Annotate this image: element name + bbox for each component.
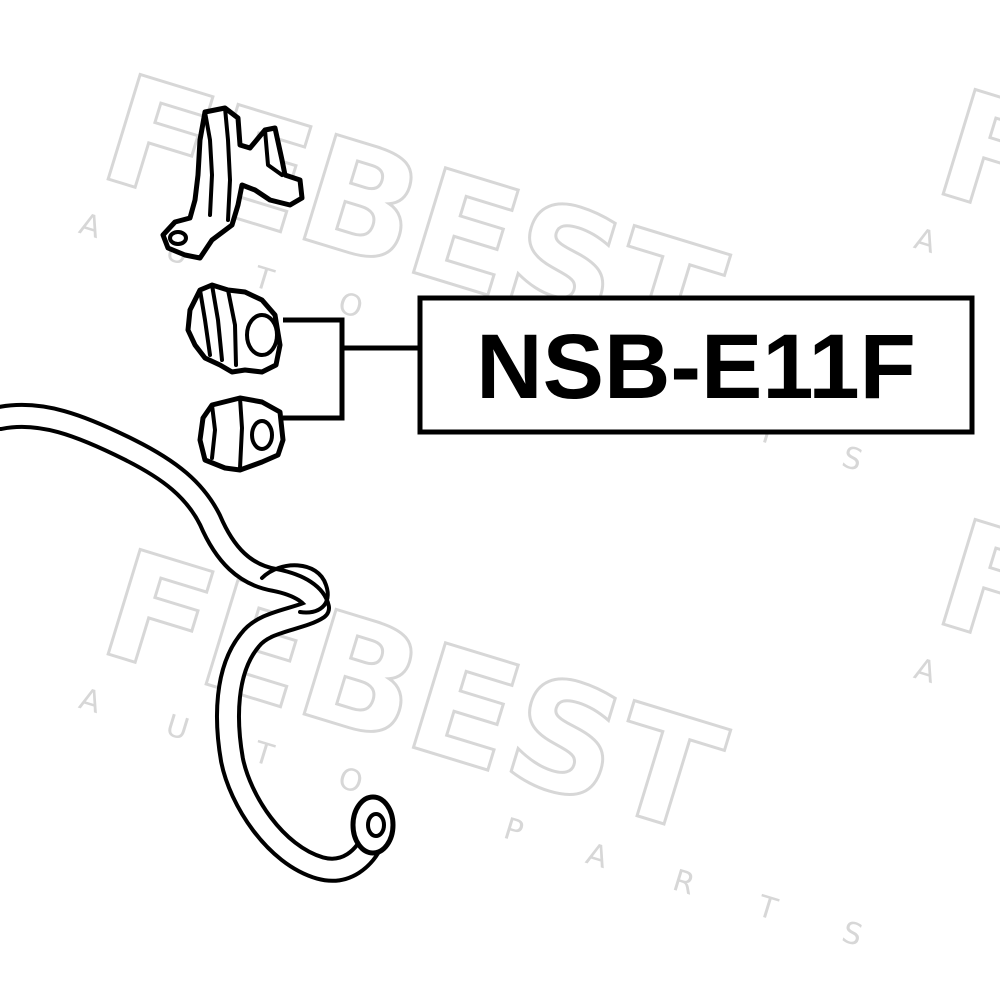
part-number-text: NSB-E11F: [476, 316, 916, 418]
watermark-bottom: FEBEST AUTO PARTS: [75, 517, 933, 975]
leader-lines: [283, 317, 420, 421]
leader-bracket: [283, 317, 345, 421]
watermark-right-top: FEBEST AUTO PARTS: [910, 57, 1000, 515]
part-number-box: [417, 295, 975, 435]
stabilizer-bracket: [160, 105, 305, 261]
stabilizer-bar: [0, 402, 396, 883]
part-number-label: NSB-E11F: [417, 295, 975, 435]
bar-bend-outline: [260, 563, 330, 615]
watermark-right-bottom: FEBEST AUTO PARTS: [910, 487, 1000, 945]
bar-end-hole: [366, 812, 386, 838]
bushing-upper: [185, 282, 283, 375]
bar-end-eye: [350, 794, 396, 856]
bushing-lower: [197, 395, 286, 473]
watermark-tagline: AUTO PARTS: [910, 652, 1000, 945]
